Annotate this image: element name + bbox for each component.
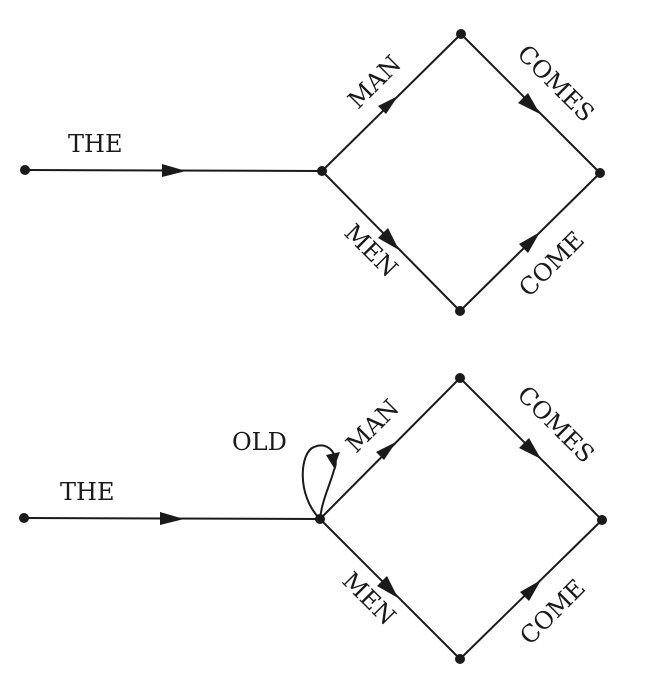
node-upper-top	[456, 29, 466, 39]
arrow-come-top	[519, 232, 540, 253]
label-men-top: MEN	[339, 218, 403, 282]
node-mid-top	[317, 166, 327, 176]
arrow-man-bottom	[376, 442, 396, 460]
label-come-bottom: COME	[514, 574, 590, 650]
arrow-comes-top	[518, 93, 540, 114]
node-lower-top	[455, 306, 465, 316]
diagram-top: THE MAN COMES MEN COME	[20, 29, 605, 316]
node-mid-bottom	[315, 514, 325, 524]
node-end-top	[595, 168, 605, 178]
label-come-top: COME	[513, 226, 589, 302]
label-comes-bottom: COMES	[512, 380, 600, 468]
label-the-bottom: THE	[60, 478, 114, 506]
node-lower-bottom	[455, 654, 465, 664]
arrow-the-top	[162, 164, 186, 177]
label-the-top: THE	[68, 130, 122, 158]
node-upper-bottom	[455, 373, 465, 383]
arrow-the-bottom	[160, 512, 184, 525]
node-start-bottom	[19, 513, 29, 523]
label-comes-top: COMES	[512, 39, 600, 127]
edge-old-loop	[301, 444, 337, 520]
arrow-come-bottom	[520, 580, 541, 601]
node-start-top	[20, 165, 30, 175]
arrow-comes-bottom	[519, 438, 541, 459]
arrow-men-top	[378, 228, 399, 250]
label-man-bottom: MAN	[340, 394, 404, 458]
arrow-old-loop	[326, 452, 340, 468]
label-man-top: MAN	[342, 50, 406, 114]
label-old: OLD	[232, 428, 287, 456]
arrow-men-bottom	[377, 576, 398, 598]
label-men-bottom: MEN	[337, 566, 401, 630]
node-end-bottom	[597, 515, 607, 525]
arrow-man-top	[378, 96, 398, 114]
diagram-bottom: THE OLD MAN COMES MEN COME	[19, 373, 607, 664]
